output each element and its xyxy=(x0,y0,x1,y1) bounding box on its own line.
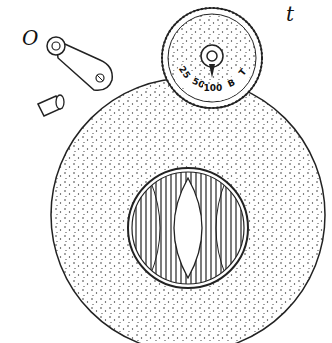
release-knob xyxy=(38,95,64,116)
shutter-body xyxy=(51,78,325,343)
speed-mark: 100 xyxy=(203,84,224,93)
speed-dial xyxy=(162,8,262,108)
window-rim xyxy=(128,168,248,288)
shutter-blades xyxy=(130,170,246,286)
cocking-lever xyxy=(47,37,112,90)
part-label: t xyxy=(286,4,294,24)
part-label: O xyxy=(22,28,38,48)
